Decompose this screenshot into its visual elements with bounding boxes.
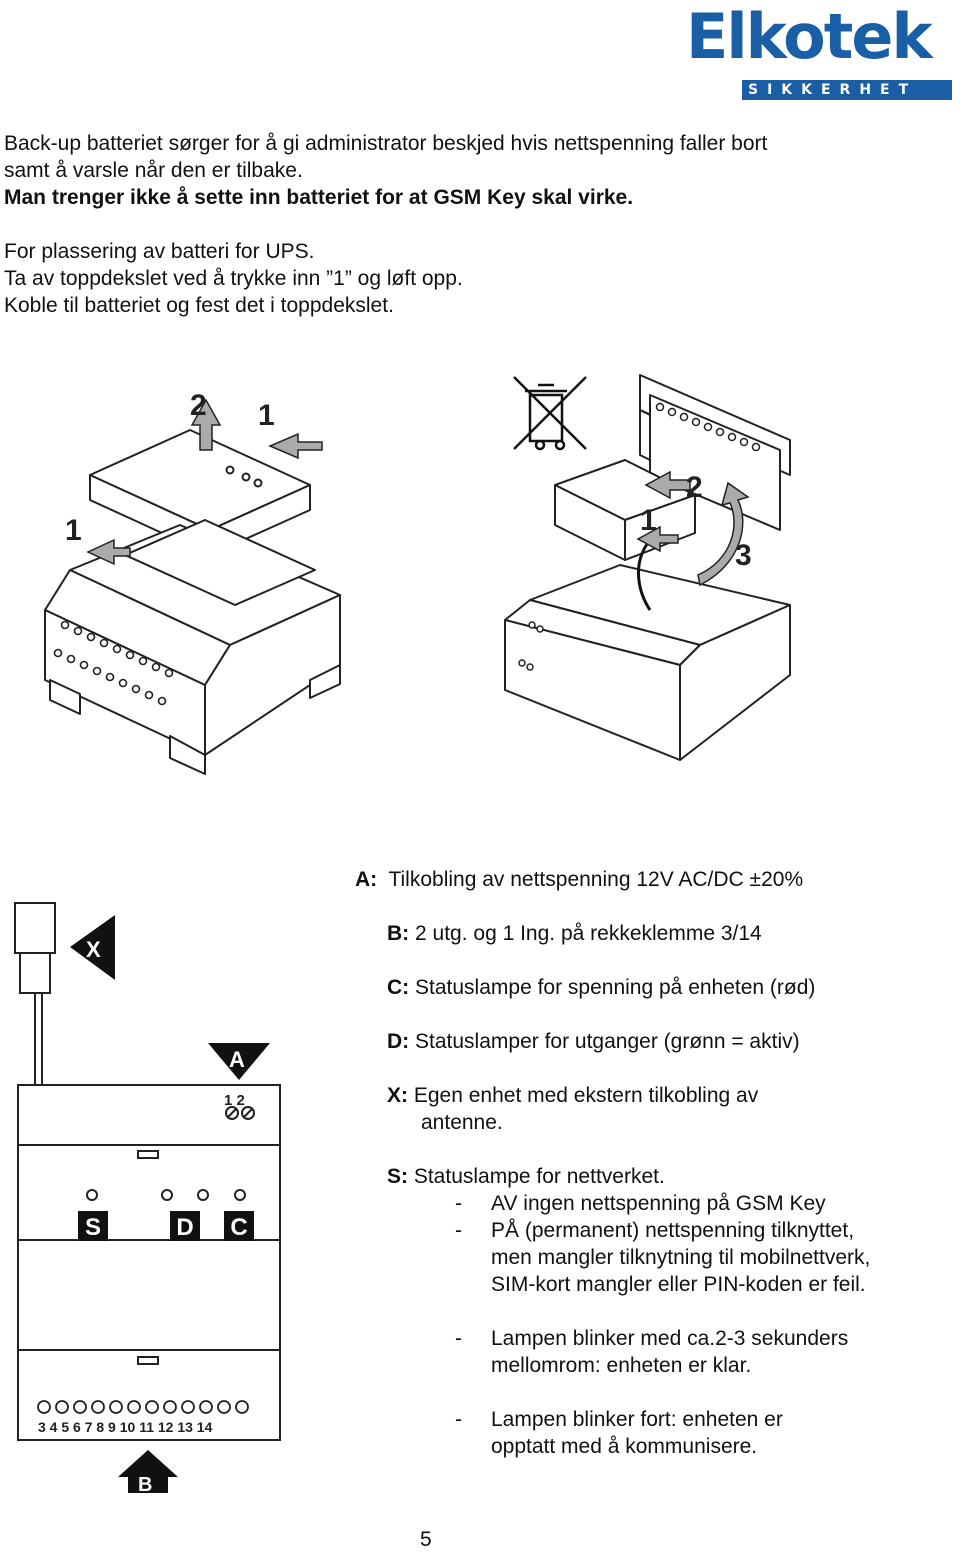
legend-text: Egen enhet med ekstern tilkobling av xyxy=(413,1084,759,1107)
figure1-label-1-left: 1 xyxy=(65,514,82,547)
legend-d: D: Statuslamper for utganger (grønn = ak… xyxy=(387,1028,800,1055)
legend-a: A: Tilkobling av nettspenning 12V AC/DC … xyxy=(355,866,803,893)
intro-text: Back-up batteriet sørger for å gi admini… xyxy=(4,130,904,319)
legend-x: X: Egen enhet med ekstern tilkobling av xyxy=(387,1082,758,1109)
legend-text: Tilkobling av nettspenning 12V AC/DC ±20… xyxy=(388,868,804,891)
bullet-text: Lampen blinker med ca.2-3 sekunders mell… xyxy=(491,1327,849,1377)
legend-key: D: xyxy=(387,1030,410,1053)
figure1-label-1: 1 xyxy=(258,399,275,432)
intro-line: samt å varsle når den er tilbake. xyxy=(4,159,303,182)
figure1-label-2: 2 xyxy=(190,389,207,422)
legend-b: B: 2 utg. og 1 Ing. på rekkeklemme 3/14 xyxy=(387,920,762,947)
figure2-label-3: 3 xyxy=(735,539,752,572)
intro-line: Ta av toppdekslet ved å trykke inn ”1” o… xyxy=(4,267,463,290)
logo-tagline: SIKKERHET xyxy=(748,82,918,98)
intro-line: Koble til batteriet og fest det i toppde… xyxy=(4,294,394,317)
figure-remove-cover: 2 1 1 xyxy=(44,389,341,775)
bullet-text: Lampen blinker fort: enheten er opptatt … xyxy=(491,1408,783,1458)
logo-brand: Elkotek xyxy=(686,0,933,73)
figure-unit-front: 1 2 S D C 3 4 5 6 7 8 9 10 11 12 13 14 X… xyxy=(14,902,281,1496)
bullet-dash: - xyxy=(455,1408,462,1431)
legend-text: 2 utg. og 1 Ing. på rekkeklemme 3/14 xyxy=(415,922,762,945)
weee-bin-icon xyxy=(513,376,587,451)
legend-key: B: xyxy=(387,922,410,945)
page-number: 5 xyxy=(420,1528,432,1551)
marker-a: A xyxy=(229,1047,245,1072)
terminals-top-label: 1 2 xyxy=(224,1092,245,1109)
bullet-dash: - xyxy=(455,1327,462,1350)
intro-line: Back-up batteriet sørger for å gi admini… xyxy=(4,132,768,155)
led-d-label: D xyxy=(176,1214,193,1241)
figure2-label-2: 2 xyxy=(686,471,703,504)
logo-bar xyxy=(742,80,952,100)
legend-key: X: xyxy=(387,1084,408,1107)
figure-insert-battery: 2 1 3 xyxy=(504,374,791,761)
bullet-dash: - xyxy=(455,1219,462,1242)
led-c-label: C xyxy=(230,1214,247,1241)
led-s-label: S xyxy=(85,1214,101,1241)
intro-line-bold: Man trenger ikke å sette inn batteriet f… xyxy=(4,186,634,209)
legend-key: A: xyxy=(355,868,378,891)
bullet-text: PÅ (permanent) nettspenning tilknyttet, … xyxy=(491,1219,871,1296)
legend-s: S: Statuslampe for nettverket. xyxy=(387,1163,665,1190)
marker-x: X xyxy=(86,937,101,962)
terminals-bottom-label: 3 4 5 6 7 8 9 10 11 12 13 14 xyxy=(38,1419,213,1435)
legend-text: Statuslampe for nettverket. xyxy=(413,1165,665,1188)
intro-line: For plassering av batteri for UPS. xyxy=(4,240,315,263)
legend-key: S: xyxy=(387,1165,408,1188)
marker-b: B xyxy=(138,1474,152,1496)
bullet-text: AV ingen nettspenning på GSM Key xyxy=(491,1192,826,1215)
legend-text: Statuslampe for spenning på enheten (rød… xyxy=(415,976,816,999)
legend-x-cont: antenne. xyxy=(421,1111,503,1134)
legend-key: C: xyxy=(387,976,410,999)
bullet-dash: - xyxy=(455,1192,462,1215)
elkotek-logo: Elkotek SIKKERHET xyxy=(684,2,954,101)
legend-text: Statuslamper for utganger (grønn = aktiv… xyxy=(415,1030,800,1053)
legend-c: C: Statuslampe for spenning på enheten (… xyxy=(387,974,815,1001)
figure2-label-1: 1 xyxy=(640,504,657,537)
